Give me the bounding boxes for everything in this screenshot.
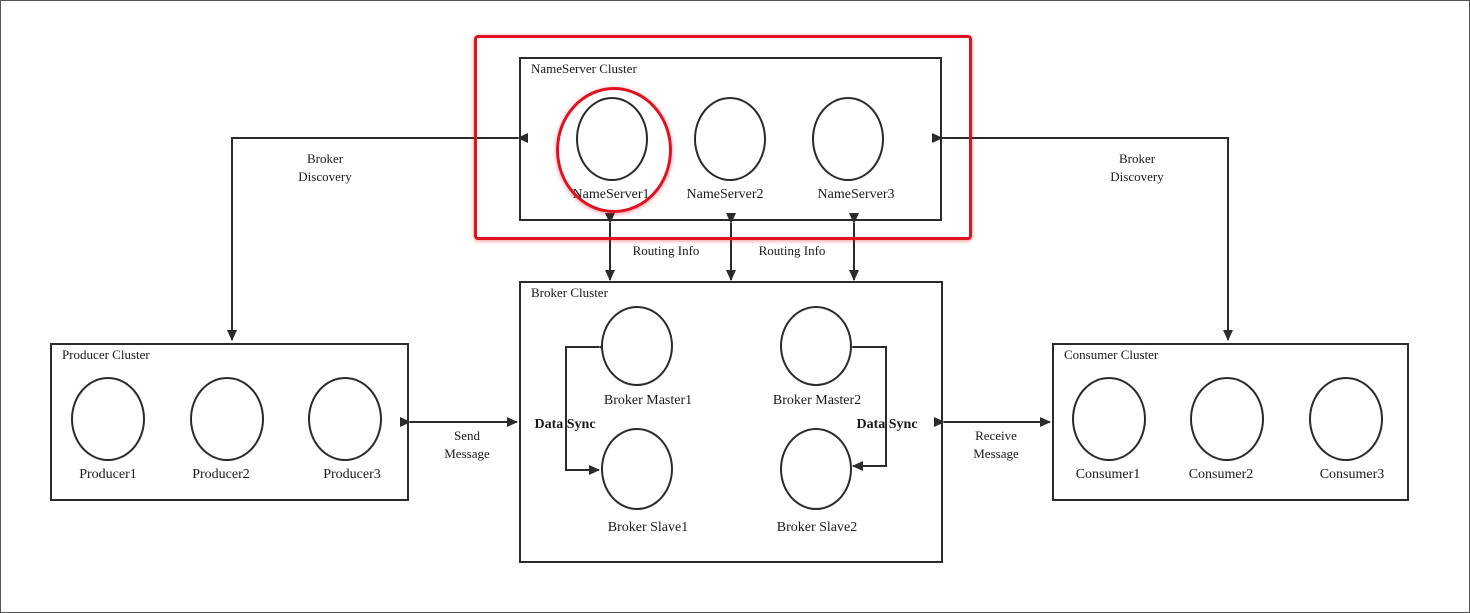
nameserver3-label: NameServer3 (817, 187, 895, 202)
producer3-label: Producer3 (323, 467, 381, 482)
data-sync-left-label: Data Sync (534, 417, 596, 432)
broker-master2-node (780, 306, 852, 386)
send-message-label: Send Message (444, 428, 490, 461)
nameserver2-label: NameServer2 (686, 187, 764, 202)
nameserver3-node (812, 97, 884, 181)
producer3-node (308, 377, 382, 461)
nameserver-cluster: NameServer Cluster (519, 57, 942, 221)
edge-data-sync-right (843, 342, 887, 471)
broker-slave1-node (601, 428, 673, 510)
consumer-cluster-title: Consumer Cluster (1064, 347, 1159, 362)
edge-data-sync-left (565, 342, 609, 475)
nameserver-cluster-title: NameServer Cluster (531, 61, 637, 76)
producer-cluster: Producer Cluster (50, 343, 409, 501)
routing-info-label-2: Routing Info (758, 243, 826, 258)
edge-broker-discovery-left (227, 133, 528, 341)
broker-discovery-right-label: Broker Discovery (1110, 151, 1164, 184)
consumer1-label: Consumer1 (1075, 467, 1141, 482)
routing-info-label-1: Routing Info (632, 243, 700, 258)
nameserver1-highlight-ring (556, 87, 672, 213)
broker-slave2-label: Broker Slave2 (776, 520, 858, 535)
broker-discovery-left-label: Broker Discovery (298, 151, 352, 184)
broker-slave2-node (780, 428, 852, 510)
broker-cluster: Broker Cluster (519, 281, 943, 563)
producer2-node (190, 377, 264, 461)
producer2-label: Producer2 (192, 467, 250, 482)
nameserver-cluster-highlight (474, 35, 972, 240)
consumer2-label: Consumer2 (1188, 467, 1254, 482)
consumer2-node (1190, 377, 1264, 461)
consumer1-node (1072, 377, 1146, 461)
producer1-node (71, 377, 145, 461)
broker-master2-label: Broker Master2 (772, 393, 862, 408)
producer1-label: Producer1 (79, 467, 137, 482)
nameserver2-node (694, 97, 766, 181)
broker-master1-label: Broker Master1 (603, 393, 693, 408)
edge-broker-discovery-right (932, 133, 1233, 341)
broker-master1-node (601, 306, 673, 386)
broker-slave1-label: Broker Slave1 (607, 520, 689, 535)
broker-cluster-title: Broker Cluster (531, 285, 608, 300)
consumer3-label: Consumer3 (1319, 467, 1385, 482)
producer-cluster-title: Producer Cluster (62, 347, 150, 362)
data-sync-right-label: Data Sync (856, 417, 918, 432)
consumer3-node (1309, 377, 1383, 461)
consumer-cluster: Consumer Cluster (1052, 343, 1409, 501)
receive-message-label: Receive Message (973, 428, 1019, 461)
